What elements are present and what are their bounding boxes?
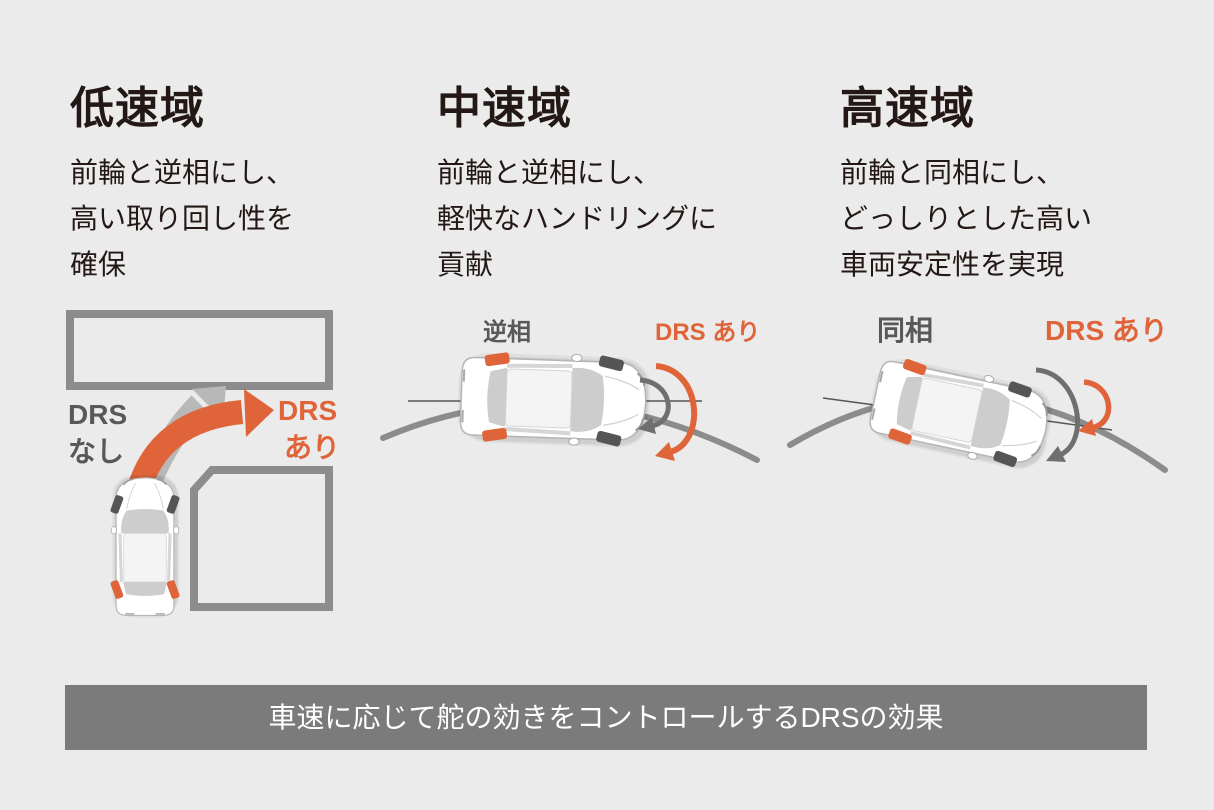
rear-wheel-right [888, 428, 912, 445]
high-speed-title: 高速域 [840, 84, 975, 133]
high-speed-line-3: 車両安定性を実現 [840, 249, 1065, 280]
low-speed-line-2: 高い取り回し性を [70, 203, 295, 234]
high-speed-yaw-arrowhead-base [1046, 446, 1066, 462]
high-speed-drs-label: DRS あり [1045, 315, 1168, 346]
mid-speed-car [455, 349, 653, 450]
mid-speed-line-3: 貢献 [437, 249, 494, 280]
mid-speed-yaw-arrowhead-drs [655, 442, 675, 461]
wall-block-corner [190, 466, 333, 611]
low-speed-car [110, 474, 180, 619]
mid-speed-title: 中速域 [437, 84, 572, 133]
rear-wheel-left [110, 580, 124, 599]
mid-speed-description: 前輪と逆相にし、 軽快なハンドリングに 貢献 [437, 150, 717, 288]
without-drs-label-2: なし [68, 436, 124, 467]
front-wheel-right [993, 450, 1018, 468]
front-wheel-right [166, 495, 180, 514]
mid-speed-yaw-arrow-drs [655, 363, 698, 455]
high-speed-line-2: どっしりとした高い [840, 203, 1093, 234]
footer-caption: 車速に応じて舵の効きをコントロールするDRSの効果 [268, 702, 944, 733]
high-speed-yaw-arrow-base [1035, 367, 1081, 458]
rear-wheel-right [166, 580, 180, 599]
high-speed-line-1: 前輪と同相にし、 [840, 157, 1065, 188]
car-body [862, 351, 1060, 476]
mid-speed-line-1: 前輪と逆相にし、 [437, 157, 662, 188]
without-drs-label-1: DRS [68, 399, 127, 430]
high-speed-yaw-arrow-drs [1083, 379, 1112, 431]
mid-speed-phase-label: 逆相 [483, 318, 531, 346]
front-wheel-left [110, 495, 124, 514]
front-wheel-right [596, 430, 622, 447]
low-speed-diagram: DRS なし DRS あり [66, 310, 340, 619]
front-wheel-left [1008, 381, 1032, 398]
mid-speed-diagram: 逆相 DRS あり [380, 318, 760, 463]
high-speed-diagram: 同相 DRS あり [787, 315, 1168, 476]
with-drs-label-2: あり [284, 432, 340, 463]
high-speed-description: 前輪と同相にし、 どっしりとした高い 車両安定性を実現 [840, 150, 1092, 288]
high-speed-car [862, 351, 1060, 476]
low-speed-line-3: 確保 [70, 249, 127, 280]
footer-caption-bar: 車速に応じて舵の効きをコントロールするDRSの効果 [65, 685, 1147, 750]
rear-wheel-right [482, 427, 508, 442]
path-with-drs-arrowhead [244, 389, 274, 437]
wall-block-top [66, 310, 333, 390]
mid-speed-yaw-arrow-base [639, 377, 671, 429]
low-speed-description: 前輪と逆相にし、 高い取り回し性を 確保 [70, 150, 294, 288]
high-speed-yaw-arrowhead-drs [1078, 419, 1096, 436]
mid-speed-drs-label: DRS あり [655, 319, 760, 346]
mid-speed-yaw-arrowhead-base [638, 417, 656, 434]
mid-speed-line-2: 軽快なハンドリングに [437, 203, 718, 234]
rear-wheel-left [484, 352, 510, 367]
low-speed-line-1: 前輪と逆相にし、 [70, 157, 295, 188]
low-speed-title: 低速域 [70, 84, 205, 133]
high-speed-phase-label: 同相 [877, 315, 933, 346]
front-wheel-left [598, 355, 624, 372]
rear-wheel-left [902, 358, 927, 376]
with-drs-label-1: DRS [278, 395, 337, 426]
